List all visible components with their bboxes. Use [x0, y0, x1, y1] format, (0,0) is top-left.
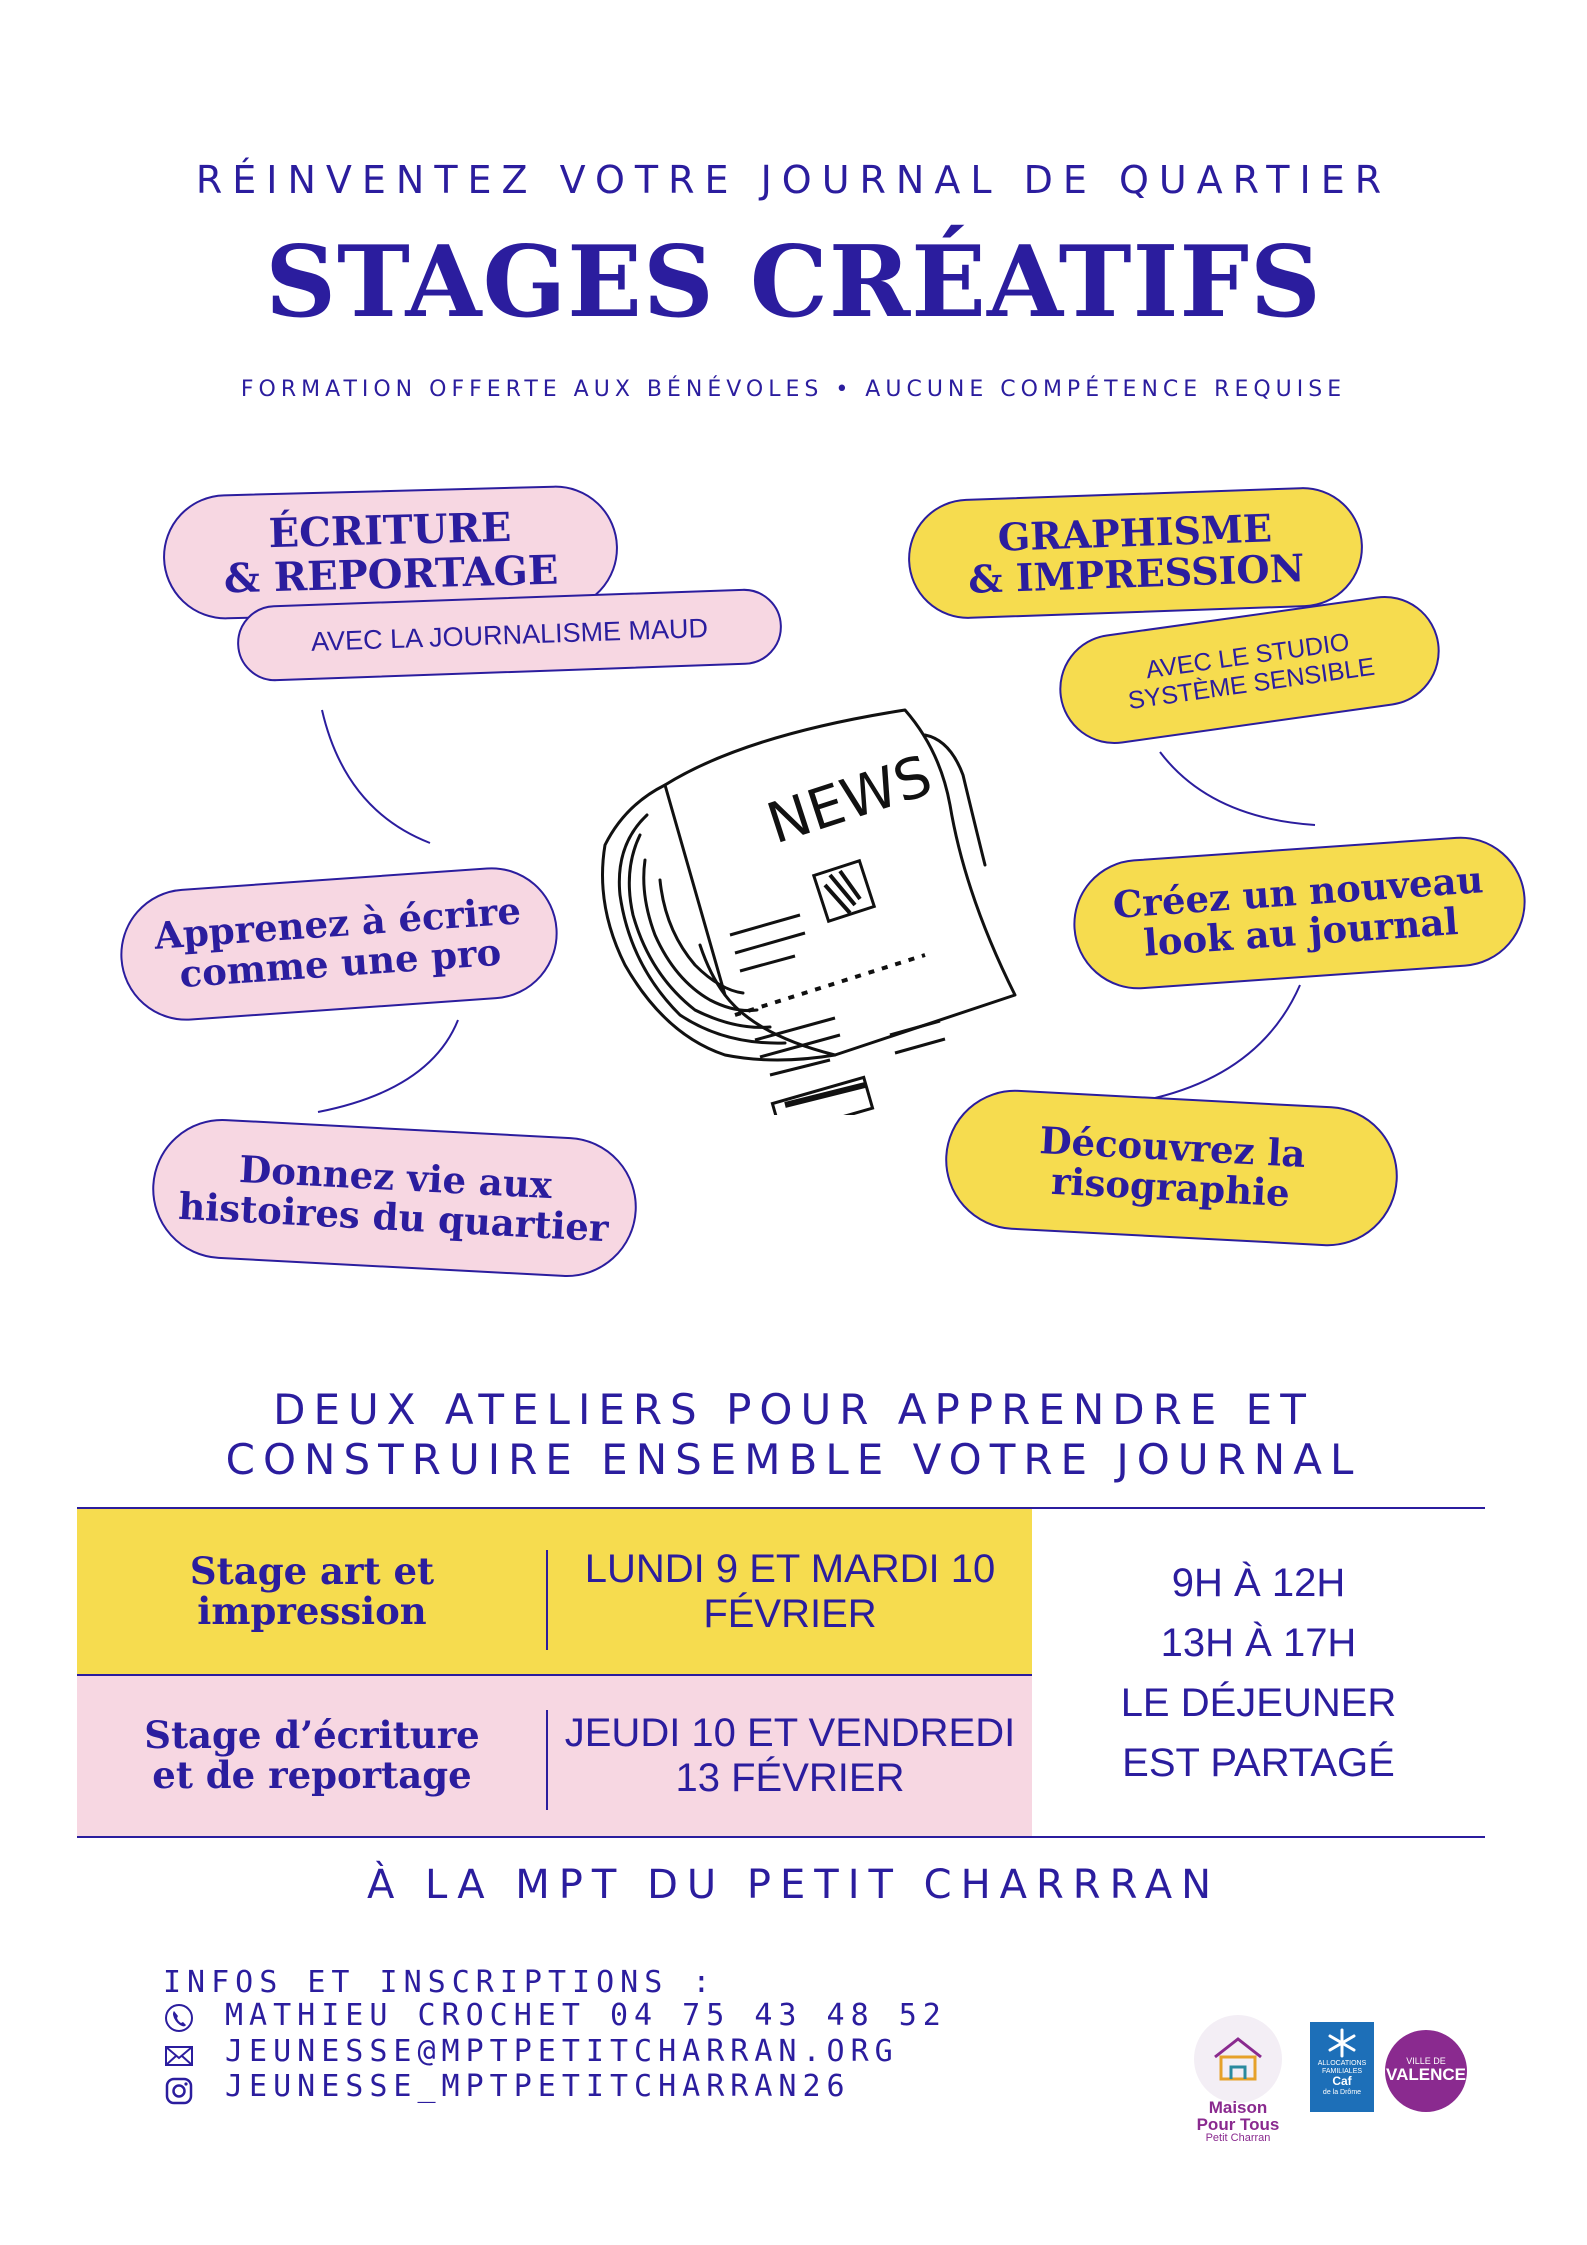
snowflake-icon: [1328, 2028, 1356, 2058]
graphics-benefit-2-line2: risographie: [1050, 1158, 1291, 1216]
row1-stage-name-line1: Stage art et: [189, 1548, 435, 1593]
row1-dates-line1: LUNDI 9 ET MARDI 10: [584, 1546, 996, 1591]
hours: 9H À 12H 13H À 17H LE DÉJEUNER EST PARTA…: [1032, 1509, 1485, 1836]
mpt-logo-line2: Pour Tous: [1196, 2115, 1280, 2134]
writing-heading-line2: & REPORTAGE: [223, 546, 559, 602]
row2-stage-name-line1: Stage d’écriture: [144, 1713, 480, 1758]
contact-phone[interactable]: MATHIEU CROCHET 04 75 43 48 52: [225, 1998, 947, 2033]
section-heading-line1: DEUX ATELIERS POUR APPRENDRE ET: [273, 1385, 1314, 1434]
house-icon: [1214, 2037, 1262, 2081]
caf-logo-line2: FAMILIALES: [1321, 2067, 1363, 2075]
mpt-logo-line1: Maison: [1208, 2098, 1268, 2117]
hours-line3: LE DÉJEUNER: [1120, 1680, 1397, 1725]
row1-separator: [546, 1550, 548, 1650]
contact-email[interactable]: JEUNESSE@MPTPETITCHARRAN.ORG: [225, 2034, 899, 2069]
location: À LA MPT DU PETIT CHARRRAN: [366, 1862, 1221, 1908]
hours-line2: 13H À 17H: [1160, 1620, 1357, 1665]
mail-icon: [165, 2046, 193, 2066]
subtitle: RÉINVENTEZ VOTRE JOURNAL DE QUARTIER: [195, 158, 1392, 202]
caf-logo-line4: de la Drôme: [1322, 2088, 1362, 2096]
tagline: FORMATION OFFERTE AUX BÉNÉVOLES • AUCUNE…: [240, 377, 1347, 402]
row2-stage-name-line2: et de reportage: [152, 1753, 472, 1797]
row1-stage-name-line2: impression: [197, 1588, 427, 1633]
mpt-logo: Maison Pour Tous Petit Charran: [1188, 2015, 1288, 2144]
row2-dates-line1: JEUDI 10 ET VENDREDI: [564, 1711, 1016, 1756]
section-heading-line2: CONSTRUIRE ENSEMBLE VOTRE JOURNAL: [225, 1435, 1362, 1485]
valence-logo: VILLE DE VALENCE: [1385, 2030, 1467, 2112]
table-middle-rule: [77, 1674, 1032, 1676]
valence-logo-big: VALENCE: [1386, 2065, 1466, 2085]
row1-background: [77, 1509, 1032, 1674]
graphics-heading-pill: GRAPHISME& IMPRESSION: [906, 485, 1365, 621]
mpt-logo-line3: Petit Charran: [1205, 2132, 1271, 2144]
instagram-icon: [165, 2077, 193, 2105]
hours-line4: EST PARTAGÉ: [1122, 1740, 1395, 1785]
row2-separator: [546, 1710, 548, 1810]
caf-logo-line1: ALLOCATIONS: [1317, 2060, 1367, 2067]
table-top-rule: [77, 1507, 1485, 1509]
caf-logo: ALLOCATIONS FAMILIALES Caf de la Drôme: [1310, 2022, 1374, 2112]
hours-line1: 9H À 12H: [1171, 1560, 1346, 1605]
valence-logo-small: VILLE DE: [1406, 2056, 1446, 2067]
page-title: STAGES CRÉATIFS: [265, 225, 1322, 340]
contact-heading: INFOS ET INSCRIPTIONS :: [163, 1965, 717, 2000]
graphics-heading-line2: & IMPRESSION: [967, 545, 1305, 602]
table-bottom-rule: [77, 1836, 1485, 1838]
caf-logo-line3: Caf: [1332, 2074, 1352, 2089]
newspaper-illustration: NEWS: [601, 708, 1017, 1115]
row1-dates-line2: FÉVRIER: [703, 1591, 877, 1636]
contact-instagram[interactable]: JEUNESSE_MPTPETITCHARRAN26: [225, 2069, 851, 2104]
writing-trainer-text: AVEC LA JOURNALISME MAUD: [310, 612, 709, 657]
row2-dates-line2: 13 FÉVRIER: [675, 1756, 905, 1800]
row2-background: [77, 1676, 1032, 1836]
phone-icon: [165, 2004, 193, 2032]
section-heading: DEUX ATELIERS POUR APPRENDRE ET CONSTRUI…: [0, 1385, 1587, 1486]
